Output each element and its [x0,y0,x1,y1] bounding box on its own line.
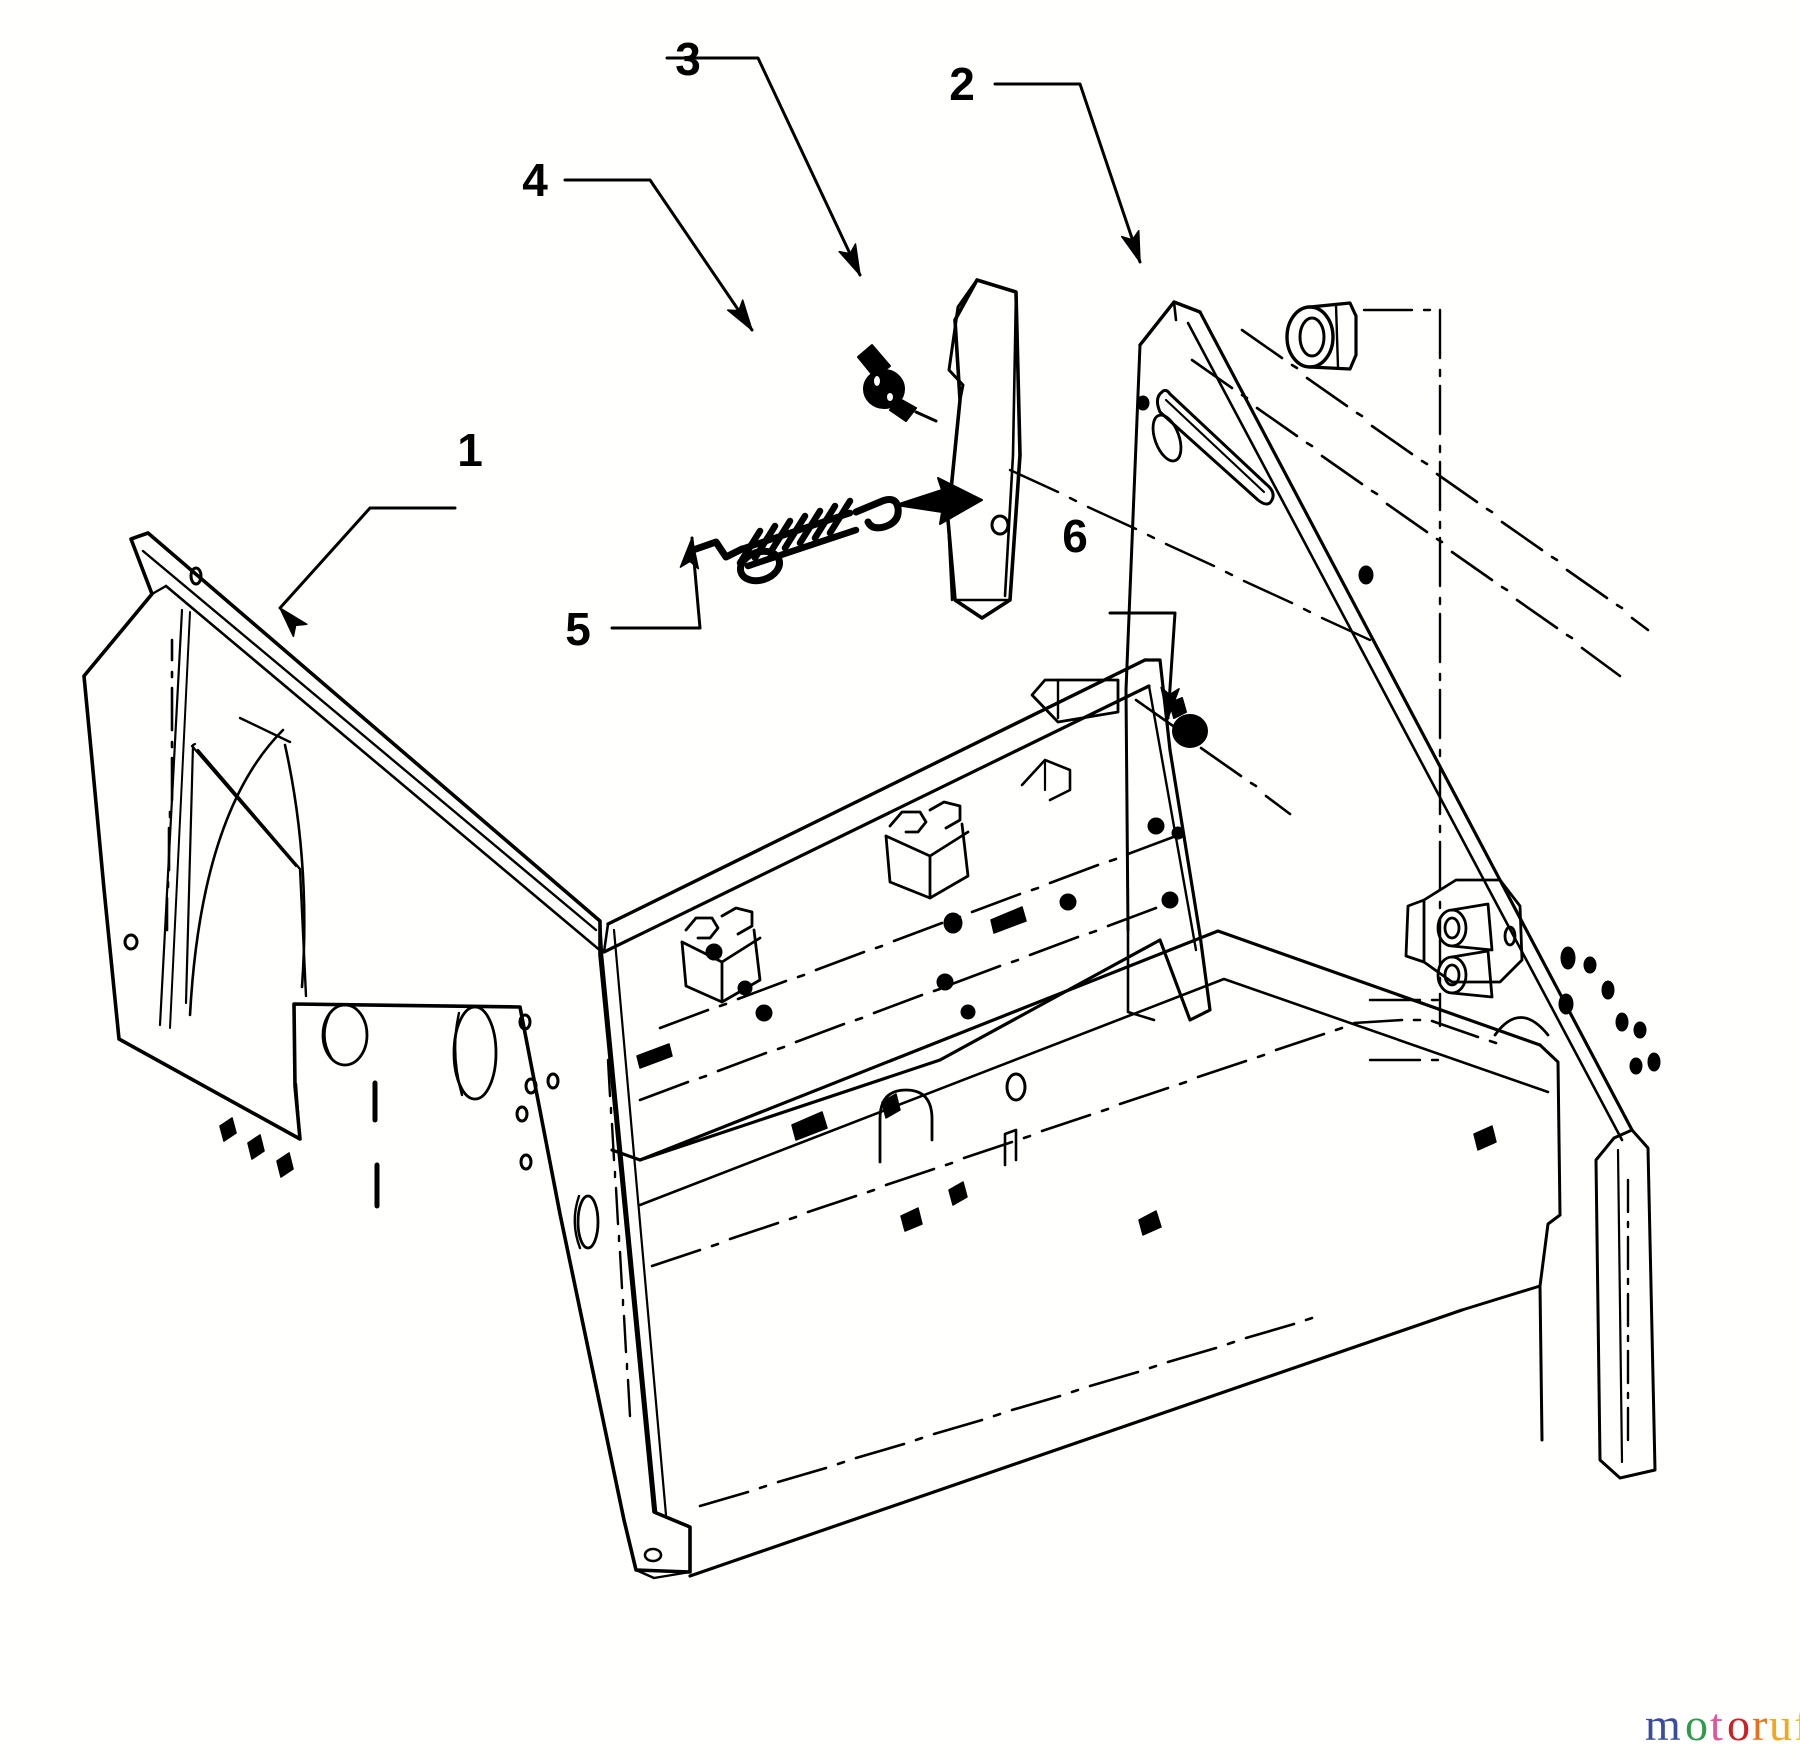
leader-line-rivet-pin [1108,611,1177,720]
leader-arrowhead-rivet-pin [1160,686,1180,719]
leader-arrowhead-bushing [1120,229,1141,263]
callout-number-labels: 3 2 4 1 6 5 [457,33,1088,655]
assembly-direction-arrow [895,477,983,525]
callout-number-6: 6 [1062,510,1088,562]
watermark-letter-r-4: r [1752,1699,1767,1750]
explode-center-axes [1008,308,1442,1062]
callout-number-2: 2 [949,58,975,110]
callout-number-5: 5 [565,603,591,655]
part-bushing [1285,301,1358,371]
watermark-letter-o-3: o [1727,1699,1750,1750]
leader-line-latch-bracket [665,56,862,277]
watermark-letter-o-1: o [1685,1699,1708,1750]
motoruf-watermark: motoruf.de [1645,1699,1800,1750]
part-right-side-panel [1124,300,1661,1480]
leader-line-left-side-panel [278,506,457,610]
callout-leaders [278,56,1180,720]
watermark-letter-u-5: u [1769,1699,1792,1750]
leader-arrowhead-latch-bracket [838,243,861,276]
part-center-upper-panel [602,658,1212,1162]
watermark-letter-m-0: m [1645,1699,1681,1750]
leader-line-shoulder-bolt [563,178,754,332]
watermark-letter-t-2: t [1710,1699,1723,1750]
leader-arrowhead-shoulder-bolt [727,299,753,331]
part-front-skirt-panel [638,929,1562,1578]
leader-line-extension-spring [610,536,702,630]
part-extension-spring [692,496,902,585]
callout-number-4: 4 [522,154,548,206]
callout-number-3: 3 [675,33,701,85]
leader-arrowhead-left-side-panel [279,607,308,638]
part-latch-bracket [946,278,1022,620]
part-rivet-pin [1169,697,1208,748]
leader-line-bushing [993,82,1142,264]
leader-arrowhead-extension-spring [679,537,700,570]
part-shoulder-bolt [857,344,938,423]
callout-number-1: 1 [457,424,483,476]
watermark-letter-f-6: f [1794,1699,1800,1750]
part-left-side-panel [82,531,692,1580]
